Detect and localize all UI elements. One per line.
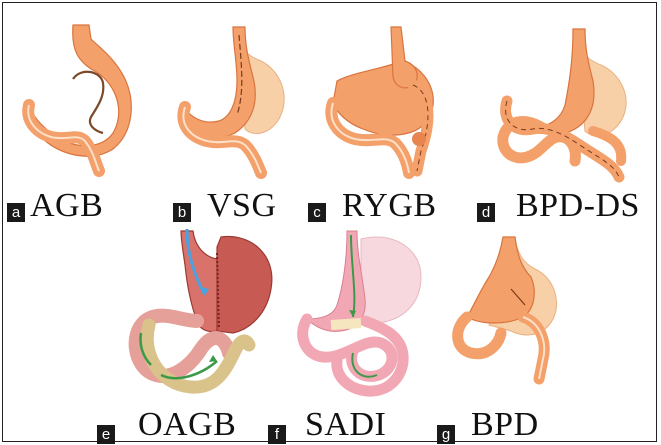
panel-label-bpd-ds: BPD-DS: [516, 189, 640, 223]
rygb-illustration: [321, 21, 461, 181]
panel-letter-e: e: [97, 425, 115, 444]
panel-label-bpd: BPD: [471, 408, 539, 442]
figure-frame: a AGB b VSG c RYGB: [2, 2, 657, 442]
panel-agb: [21, 21, 141, 181]
panel-letter-d: d: [477, 203, 495, 222]
panel-sadi: [291, 225, 441, 400]
bpd-illustration: [449, 233, 569, 383]
panel-bpd: [449, 233, 569, 383]
panel-letter-b: b: [173, 203, 191, 222]
panel-rygb: [321, 21, 461, 181]
panel-bpd-ds: [493, 21, 643, 181]
panel-label-agb: AGB: [30, 189, 103, 223]
panel-letter-g: g: [437, 425, 455, 444]
vsg-illustration: [175, 21, 300, 181]
oagb-illustration: [121, 225, 291, 400]
panel-label-oagb: OAGB: [138, 408, 236, 442]
panel-oagb: [121, 225, 291, 400]
panel-label-vsg: VSG: [207, 189, 277, 223]
panel-label-sadi: SADI: [305, 408, 386, 442]
panel-label-rygb: RYGB: [342, 189, 437, 223]
panel-letter-f: f: [268, 425, 286, 444]
panel-vsg: [175, 21, 300, 181]
sadi-illustration: [291, 225, 441, 400]
panel-letter-a: a: [7, 203, 25, 222]
agb-illustration: [21, 21, 141, 181]
panel-letter-c: c: [308, 203, 326, 222]
bpd-ds-illustration: [493, 21, 643, 181]
